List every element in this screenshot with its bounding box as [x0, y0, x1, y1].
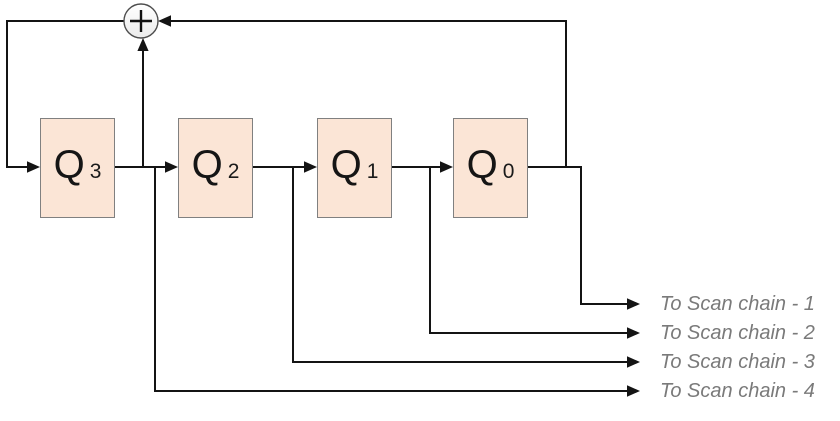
scan-chain-label-2: To Scan chain - 2: [660, 322, 815, 344]
register-subscript: 3: [89, 159, 102, 183]
arrowhead-into-xor-bottom: [137, 38, 149, 51]
arrowhead-scan-chain-3: [627, 356, 640, 368]
scan-chain-label-4: To Scan chain - 4: [660, 380, 815, 402]
register-subscript: 2: [227, 159, 240, 183]
xor-gate-icon: [123, 3, 159, 39]
arrowhead-scan-chain-4: [627, 385, 640, 397]
arrowhead-scan-chain-2: [627, 327, 640, 339]
register-label: Q: [330, 142, 362, 187]
wire-scan-chain-3: [292, 167, 627, 363]
wire-scan-chain-2: [429, 167, 627, 334]
register-label: Q: [53, 142, 85, 187]
arrowhead-into-xor-right: [158, 15, 171, 27]
arrowhead-scan-chain-1: [627, 298, 640, 310]
arrowhead-into-q3: [27, 161, 40, 173]
wire-feedback-left: [6, 20, 124, 168]
plus-icon: [130, 10, 152, 32]
scan-chain-label-1: To Scan chain - 1: [660, 293, 815, 315]
register-subscript: 0: [502, 159, 515, 183]
wire-feedback-right: [171, 20, 567, 167]
wire-scan-chain-1: [528, 166, 627, 305]
register-label: Q: [191, 142, 223, 187]
wire-scan-chain-4: [154, 167, 627, 392]
arrowhead-into-q0: [440, 161, 453, 173]
arrowhead-into-q2: [165, 161, 178, 173]
register-label: Q: [466, 142, 498, 187]
scan-chain-label-3: To Scan chain - 3: [660, 351, 815, 373]
arrowhead-into-q1: [304, 161, 317, 173]
register-subscript: 1: [366, 159, 379, 183]
